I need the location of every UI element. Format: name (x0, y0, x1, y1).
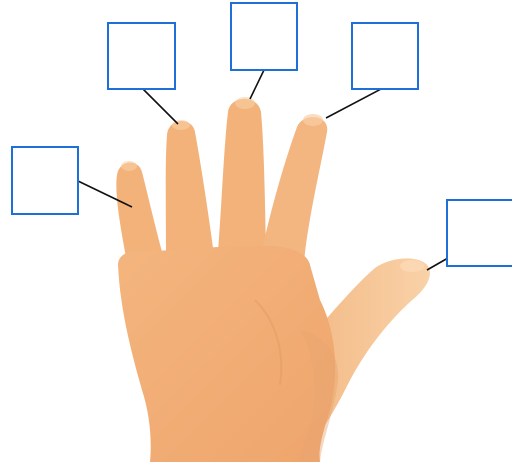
label-box-middle-finger[interactable] (231, 3, 297, 70)
leader-line-middle-finger (250, 70, 264, 99)
thumb-tip-highlight (400, 260, 424, 272)
label-box-little-finger[interactable] (12, 147, 78, 214)
middle-tip-highlight (235, 97, 255, 109)
palm (118, 246, 335, 462)
little-tip-highlight (121, 161, 137, 171)
middle-finger (218, 99, 266, 252)
label-box-ring-finger[interactable] (108, 23, 175, 89)
label-box-index-finger[interactable] (352, 23, 418, 89)
index-finger (262, 117, 327, 262)
hand (116, 97, 430, 462)
leader-line-thumb (427, 258, 448, 270)
label-box-thumb[interactable] (447, 200, 512, 266)
ring-finger (166, 121, 214, 260)
index-tip-highlight (303, 114, 323, 126)
leader-line-ring-finger (142, 88, 178, 124)
leader-line-index-finger (326, 88, 383, 118)
